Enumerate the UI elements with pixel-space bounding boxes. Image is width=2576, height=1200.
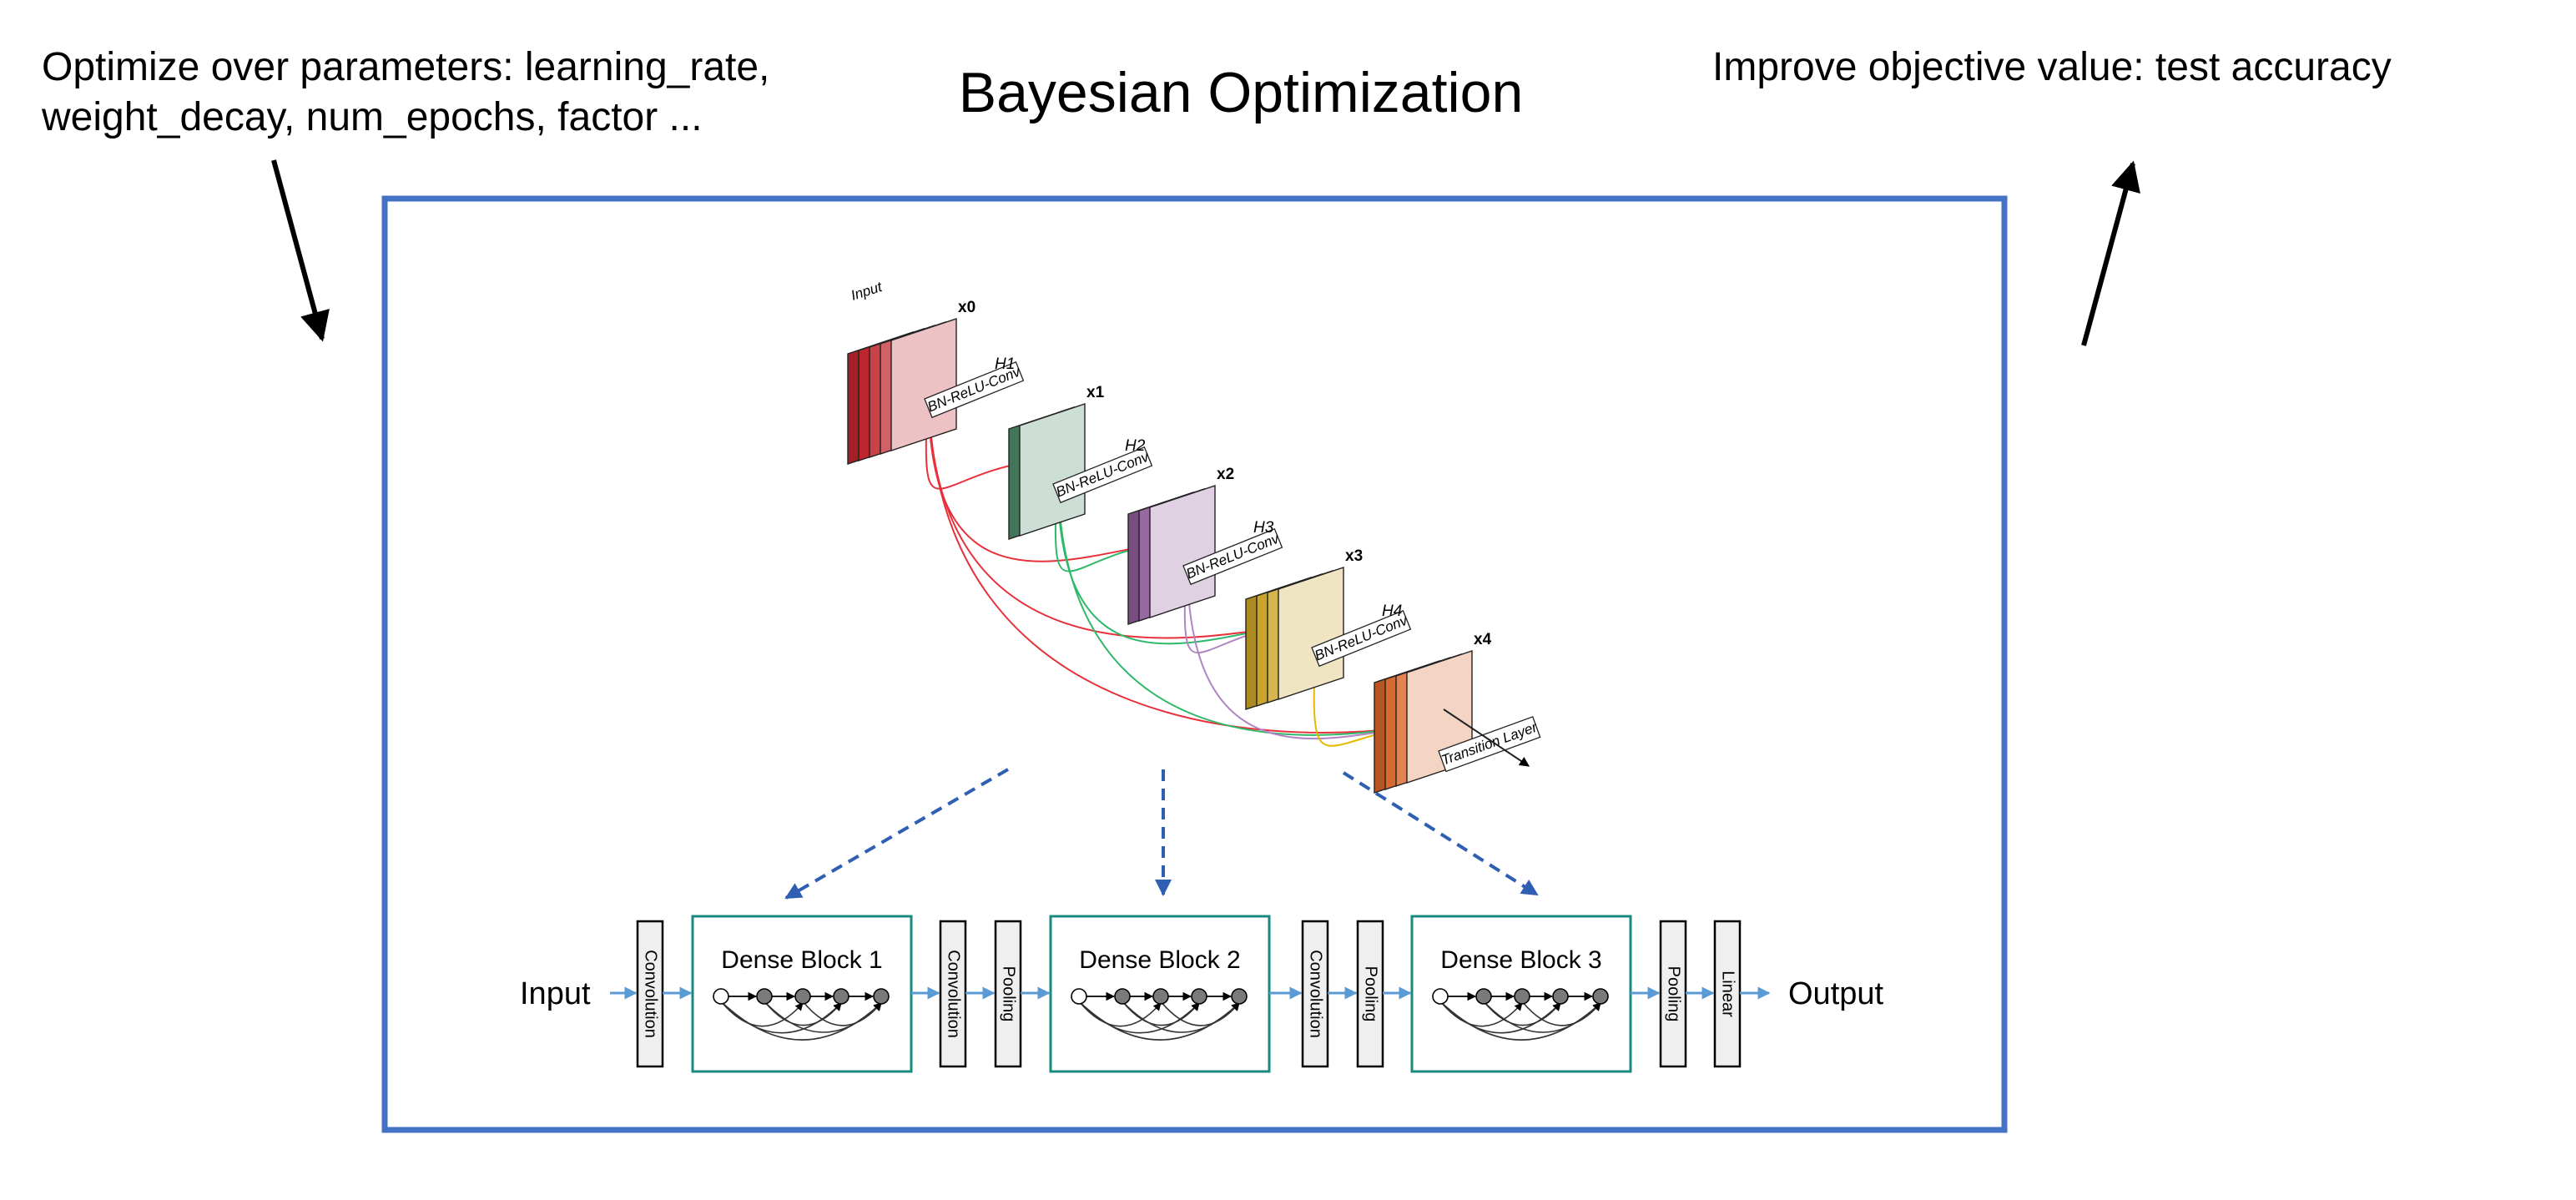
left-note-line1: Optimize over parameters: learning_rate,	[42, 45, 769, 89]
layer-node	[833, 988, 849, 1005]
dense-connection	[802, 1001, 882, 1026]
transition-arrow	[1443, 708, 1530, 767]
feature-map	[890, 318, 957, 451]
layer-label: Pooling	[1665, 966, 1683, 1022]
layer-node	[1114, 988, 1131, 1005]
output-arrow	[2081, 160, 2140, 346]
layer-box-linear	[1713, 920, 1742, 1068]
dense-block-box: Dense Block 1	[691, 915, 913, 1073]
layer-node	[1191, 988, 1207, 1005]
dense-connection	[764, 1001, 882, 1033]
page-title: Bayesian Optimization	[959, 61, 1524, 124]
dense-block-label: Dense Block 2	[1079, 946, 1240, 974]
layer-box-convolution	[939, 920, 967, 1068]
feature-map	[1149, 485, 1216, 618]
layer-node	[1475, 988, 1492, 1005]
layer-h-label: H2	[1125, 437, 1146, 455]
layer-box-convolution	[1301, 920, 1329, 1068]
dense-block-label: Dense Block 3	[1440, 946, 1601, 974]
dense-block-label: Dense Block 1	[721, 946, 882, 974]
layer-node	[873, 988, 890, 1005]
layer-label: Convolution	[1307, 950, 1325, 1038]
layer-h-label: H3	[1253, 519, 1274, 537]
detail-input-label: Input	[849, 279, 885, 304]
layer-node	[1152, 988, 1169, 1005]
layer-node	[1231, 988, 1248, 1005]
layer-label: Pooling	[1362, 966, 1380, 1022]
layer-label: Convolution	[642, 950, 660, 1038]
layer-h-label: H1	[995, 355, 1015, 373]
layer-node	[756, 988, 773, 1005]
skip-connection-curve	[1186, 537, 1414, 740]
right-note: Improve objective value: test accuracy	[1712, 45, 2392, 89]
layer-label: Convolution	[945, 950, 963, 1038]
input-arrow	[271, 159, 330, 342]
feature-map-label: x4	[1474, 631, 1492, 648]
dense-block-box: Dense Block 3	[1410, 915, 1632, 1073]
layer-label: Linear	[1719, 971, 1737, 1017]
layer-node	[1592, 988, 1609, 1005]
feature-map-label: x1	[1086, 384, 1105, 401]
dense-connection	[1521, 1001, 1601, 1026]
layer-node	[1514, 988, 1530, 1005]
skip-connection-curve	[927, 373, 1286, 639]
layer-h-label: H4	[1382, 603, 1402, 620]
dense-connection	[1483, 1001, 1601, 1033]
skip-connection-curve	[927, 373, 1414, 734]
zoom-arrow-block3	[1342, 771, 1539, 896]
layer-node	[794, 988, 811, 1005]
skip-connection-curve	[1056, 456, 1414, 736]
optimization-frame	[381, 195, 2008, 1133]
feature-map	[1019, 403, 1086, 537]
feature-map-label: x2	[1217, 466, 1234, 483]
layer-node	[1071, 988, 1087, 1005]
layer-node	[1552, 988, 1569, 1005]
layer-label: Pooling	[1000, 966, 1018, 1022]
dense-connection	[1122, 1001, 1240, 1033]
left-note-line2: weight_decay, num_epochs, factor ...	[41, 95, 703, 139]
pipeline-output-label: Output	[1788, 976, 1884, 1011]
dense-block-box: Dense Block 2	[1049, 915, 1271, 1073]
layer-box-pooling	[1356, 920, 1384, 1068]
feature-map	[1278, 567, 1344, 700]
pipeline-input-label: Input	[520, 976, 591, 1011]
densenet-pipeline: Input Output Convolution Dense Block 1 Convo…	[520, 915, 1884, 1073]
layer-box-pooling	[1659, 920, 1687, 1068]
layer-node	[1432, 988, 1449, 1005]
feature-map-label: x0	[958, 299, 975, 316]
dense-connection	[1160, 1001, 1240, 1026]
feature-map-label: x3	[1345, 547, 1363, 565]
zoom-arrow-block1	[784, 768, 1010, 900]
layer-node	[713, 988, 729, 1005]
